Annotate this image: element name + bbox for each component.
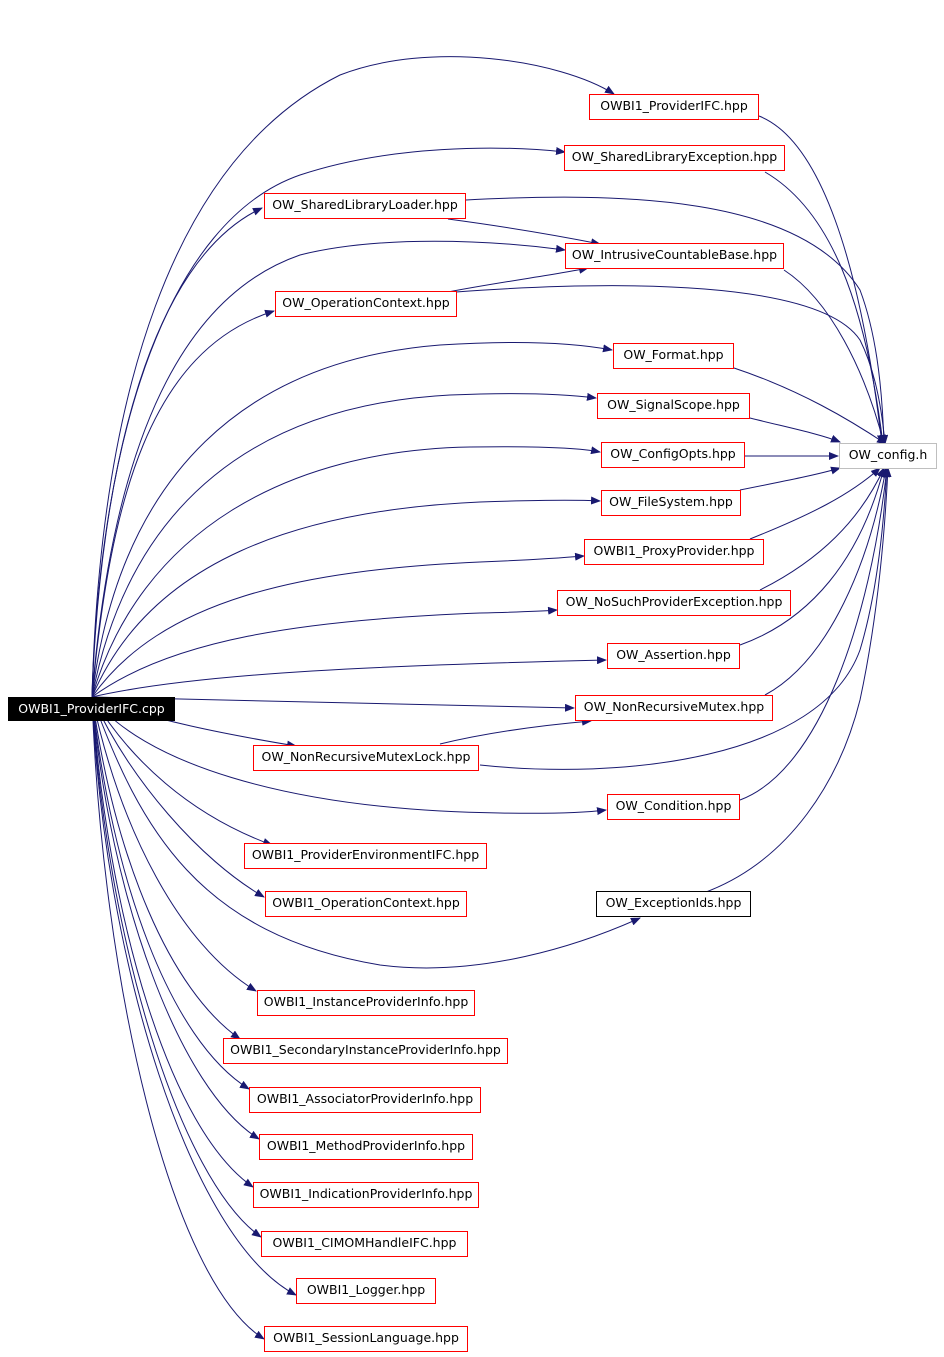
node-owbi1-sessionlanguage-hpp[interactable]: OWBI1_SessionLanguage.hpp: [264, 1326, 468, 1352]
node-owbi1-logger-hpp[interactable]: OWBI1_Logger.hpp: [296, 1278, 436, 1304]
edge: [749, 467, 881, 540]
edge: [447, 218, 601, 247]
node-ow-condition-hpp[interactable]: OW_Condition.hpp: [607, 794, 740, 820]
edge: [447, 265, 589, 293]
node-owbi1-providerifc-cpp[interactable]: OWBI1_ProviderIFC.cpp: [8, 697, 175, 721]
node-ow-sharedlibraryloader-hpp[interactable]: OW_SharedLibraryLoader.hpp: [264, 193, 466, 219]
edge: [739, 466, 841, 491]
node-ow-nonrecursivemutexlock-hpp[interactable]: OW_NonRecursiveMutexLock.hpp: [253, 745, 479, 771]
edge: [91, 552, 585, 698]
edge: [705, 467, 892, 893]
edge: [91, 147, 566, 698]
edge: [764, 467, 889, 696]
edge: [91, 696, 607, 816]
edge: [91, 496, 601, 698]
edge: [439, 717, 592, 745]
node-ow-format-hpp[interactable]: OW_Format.hpp: [613, 343, 734, 369]
edge: [91, 392, 597, 698]
node-owbi1-operationcontext-hpp[interactable]: OWBI1_OperationContext.hpp: [265, 891, 467, 917]
edge: [749, 417, 841, 443]
edge: [764, 171, 886, 445]
edge: [91, 696, 641, 969]
edge: [479, 467, 891, 770]
edge: [455, 285, 889, 445]
node-ow-intrusivecountablebase-hpp[interactable]: OW_IntrusiveCountableBase.hpp: [565, 243, 784, 269]
edge: [733, 367, 887, 445]
node-owbi1-providerenvironmentifc-hpp[interactable]: OWBI1_ProviderEnvironmentIFC.hpp: [244, 843, 487, 869]
edge: [91, 696, 297, 1296]
edge: [91, 342, 613, 698]
edge: [91, 56, 615, 698]
node-ow-nonrecursivemutex-hpp[interactable]: OW_NonRecursiveMutex.hpp: [575, 695, 773, 721]
node-owbi1-proxyprovider-hpp[interactable]: OWBI1_ProxyProvider.hpp: [584, 539, 764, 565]
edge: [91, 656, 607, 698]
node-owbi1-cimomhandleifc-hpp[interactable]: OWBI1_CIMOMHandleIFC.hpp: [261, 1231, 468, 1257]
node-ow-exceptionids-hpp[interactable]: OW_ExceptionIds.hpp: [596, 891, 751, 917]
node-owbi1-instanceproviderinfo-hpp[interactable]: OWBI1_InstanceProviderInfo.hpp: [257, 990, 475, 1016]
node-owbi1-methodproviderinfo-hpp[interactable]: OWBI1_MethodProviderInfo.hpp: [259, 1134, 473, 1160]
edge: [739, 467, 886, 646]
edge: [91, 696, 254, 1188]
edge: [91, 696, 260, 1140]
node-ow-nosuchproviderexception-hpp[interactable]: OW_NoSuchProviderException.hpp: [557, 590, 791, 616]
edge: [91, 606, 558, 698]
edge: [91, 309, 275, 698]
edge: [91, 446, 601, 698]
node-owbi1-indicationproviderinfo-hpp[interactable]: OWBI1_IndicationProviderInfo.hpp: [253, 1182, 479, 1208]
node-ow-signalscope-hpp[interactable]: OW_SignalScope.hpp: [597, 393, 750, 419]
edge: [465, 196, 888, 445]
node-ow-assertion-hpp[interactable]: OW_Assertion.hpp: [607, 643, 740, 669]
node-owbi1-providerifc-hpp[interactable]: OWBI1_ProviderIFC.hpp: [589, 94, 759, 120]
edge: [91, 696, 262, 1238]
node-ow-configopts-hpp[interactable]: OW_ConfigOpts.hpp: [601, 442, 745, 468]
edge: [91, 240, 566, 698]
edge: [739, 467, 890, 801]
node-ow-operationcontext-hpp[interactable]: OW_OperationContext.hpp: [275, 291, 457, 317]
edge: [91, 696, 265, 898]
node-ow-config-h[interactable]: OW_config.h: [839, 443, 937, 469]
node-ow-sharedlibraryexception-hpp[interactable]: OW_SharedLibraryException.hpp: [564, 145, 785, 171]
edge: [91, 696, 257, 992]
edge: [91, 696, 265, 1340]
node-owbi1-secondaryinstanceproviderinfo-hpp[interactable]: OWBI1_SecondaryInstanceProviderInfo.hpp: [223, 1038, 508, 1064]
edge: [91, 696, 241, 1040]
edge: [91, 696, 250, 1090]
edge: [91, 207, 263, 698]
edge: [759, 467, 885, 591]
edge: [783, 269, 886, 445]
node-ow-filesystem-hpp[interactable]: OW_FileSystem.hpp: [601, 490, 741, 516]
node-owbi1-associatorproviderinfo-hpp[interactable]: OWBI1_AssociatorProviderInfo.hpp: [249, 1087, 481, 1113]
